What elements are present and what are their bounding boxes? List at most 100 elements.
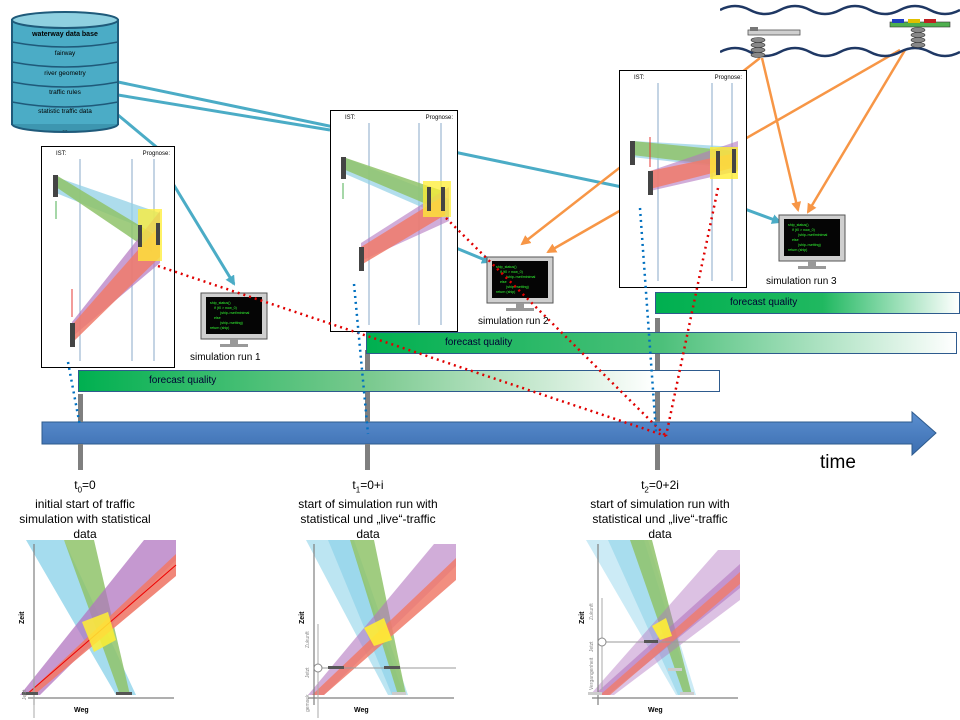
mini-chart-y-label: Zeit xyxy=(19,611,26,624)
forecast-quality-bar-3: forecast quality xyxy=(655,292,960,314)
snapshot-2-chart xyxy=(341,123,451,325)
time-point-desc: data xyxy=(356,527,380,542)
snapshot-1-chart xyxy=(53,159,162,361)
forecast-quality-bar-1: forecast quality xyxy=(78,370,720,392)
code-line: else xyxy=(214,316,221,320)
database-item: statistic traffic data xyxy=(38,108,92,115)
ist-label: IST: xyxy=(345,115,356,121)
ship-icon xyxy=(889,19,951,48)
time-point-0-label: t0=0 initial start of traffic simulation… xyxy=(0,478,170,542)
forecast-quality-label: forecast quality xyxy=(730,297,798,308)
code-line: else xyxy=(500,280,507,284)
db-to-snapshot2-line xyxy=(117,93,331,132)
code-line: ship_status() xyxy=(210,301,231,305)
time-point-desc: start of simulation run with xyxy=(590,497,730,512)
mini-chart-axis-label: Jetzt xyxy=(305,667,311,678)
code-line: else xyxy=(792,238,799,242)
prognose-label: Prognose: xyxy=(142,151,170,157)
live-arrow-c xyxy=(760,57,802,212)
ship-icon xyxy=(747,27,801,58)
time-point-2-t: t2=0+2i xyxy=(641,478,679,495)
code-line: if (t0 > now_0) xyxy=(500,270,523,274)
db-to-snapshot1-line xyxy=(117,113,161,152)
dotted-blue-line xyxy=(66,361,82,427)
snapshot-3-chart xyxy=(630,83,738,281)
database-item: river geometry xyxy=(44,70,86,77)
database-item: traffic rules xyxy=(49,89,81,96)
mini-chart-axis-label: gemsek xyxy=(305,694,311,712)
time-point-2-label: t2=0+2i start of simulation run with sta… xyxy=(570,478,750,542)
code-line: (ship->set/minimal xyxy=(220,311,249,315)
mini-chart-y-label: Zeit xyxy=(299,611,306,624)
code-line: (ship->setting) xyxy=(506,285,529,289)
mini-chart-y-label: Zeit xyxy=(579,611,586,624)
monitor-2: ship_status() if (t0 > now_0) (ship->set… xyxy=(486,256,554,311)
tick-t0-below xyxy=(78,444,83,470)
code-line: (ship->set/minimal xyxy=(798,233,827,237)
snapshot-2: IST: Prognose: xyxy=(330,110,458,332)
database-item: fairway xyxy=(55,50,76,57)
monitor-3: ship_status() if (t0 > now_0) (ship->set… xyxy=(778,214,846,269)
forecast-quality-bar-2: forecast quality xyxy=(366,332,957,354)
ist-label: IST: xyxy=(634,75,645,81)
time-point-desc: simulation with statistical xyxy=(19,512,151,527)
snapshot-3: IST: Prognose: xyxy=(619,70,747,288)
database-title: waterway data base xyxy=(31,31,98,38)
live-arrow-d xyxy=(806,49,907,214)
snapshot1-to-monitor1-arrow xyxy=(170,181,236,286)
code-line: ship_status() xyxy=(496,265,517,269)
code-line: return (ship) xyxy=(210,326,229,330)
code-line: ship_status() xyxy=(788,223,809,227)
mini-chart-1: Zeit Weg Jetzt xyxy=(19,540,177,718)
dotted-blue-line xyxy=(352,283,370,435)
code-line: if (t0 > now_0) xyxy=(214,306,237,310)
time-point-0-t: t0=0 xyxy=(74,478,96,495)
mini-chart-axis-label: Zukunft xyxy=(305,631,311,648)
dotted-blue-line xyxy=(638,207,658,433)
code-line: if (t0 > now_0) xyxy=(792,228,815,232)
snapshot3-to-monitor3-arrow xyxy=(741,206,782,224)
code-line: (ship->set/minimal xyxy=(506,275,535,279)
waterway-waves xyxy=(720,4,960,58)
time-point-desc: statistical und „live“-traffic xyxy=(592,512,728,527)
waterway-database: waterway data base fairway river geometr… xyxy=(11,11,119,133)
prognose-label: Prognose: xyxy=(714,75,742,81)
forecast-quality-label: forecast quality xyxy=(445,337,513,348)
dotted-red-line xyxy=(664,187,720,437)
mini-chart-x-label: Weg xyxy=(74,707,89,714)
simulation-run-1-label: simulation run 1 xyxy=(190,352,261,363)
code-line: (ship->setting) xyxy=(798,243,821,247)
time-point-1-t: t1=0+i xyxy=(352,478,384,495)
time-point-desc: data xyxy=(73,527,97,542)
timeline-arrow xyxy=(41,410,937,457)
mini-chart-axis-label: Jetzt xyxy=(589,641,595,652)
database-item: ... xyxy=(62,126,68,133)
dotted-red-line xyxy=(157,264,667,438)
mini-chart-3: Zeit Weg Zukunft Jetzt Vergangenheit xyxy=(579,540,740,714)
mini-chart-axis-label: Jetzt xyxy=(22,689,28,700)
code-line: (ship->setting) xyxy=(220,321,243,325)
code-line: return (ship) xyxy=(788,248,807,252)
time-point-desc: statistical und „live“-traffic xyxy=(300,512,436,527)
tick-t0 xyxy=(78,394,83,422)
monitor-1: ship_status() if (t0 > now_0) (ship->set… xyxy=(200,292,268,347)
time-point-desc: start of simulation run with xyxy=(298,497,438,512)
mini-chart-2: Zeit Weg Zukunft Jetzt gemsek xyxy=(299,540,456,718)
snapshot-1: IST: Prognose: xyxy=(41,146,175,368)
time-label: time xyxy=(820,452,856,473)
mini-chart-axis-label: Vergangenheit xyxy=(589,657,595,690)
code-line: return (ship) xyxy=(496,290,515,294)
simulation-run-2-label: simulation run 2 xyxy=(478,316,549,327)
time-point-desc: initial start of traffic xyxy=(35,497,135,512)
ist-label: IST: xyxy=(56,151,67,157)
time-point-1-label: t1=0+i start of simulation run with stat… xyxy=(278,478,458,542)
mini-chart-x-label: Weg xyxy=(354,707,369,714)
snapshot2-to-monitor2-arrow xyxy=(455,246,492,264)
forecast-quality-label: forecast quality xyxy=(149,375,217,386)
mini-chart-x-label: Weg xyxy=(648,707,663,714)
simulation-run-3-label: simulation run 3 xyxy=(766,276,837,287)
mini-chart-axis-label: Zukunft xyxy=(589,603,595,620)
dotted-red-line xyxy=(445,217,667,437)
prognose-label: Prognose: xyxy=(425,115,453,121)
